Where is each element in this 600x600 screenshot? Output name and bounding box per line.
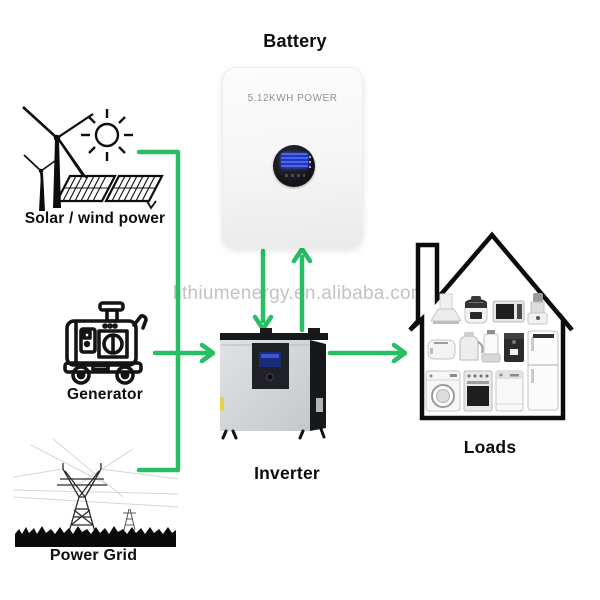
- arrow-inverter-to-loads: [327, 342, 408, 364]
- arrow-battery-to-inverter: [252, 248, 274, 332]
- solar-wind-label: Solar / wind power: [24, 210, 166, 227]
- microwave-icon: [492, 300, 525, 323]
- refrigerator-icon: [527, 330, 559, 411]
- battery-lcd-display: [273, 145, 315, 187]
- wind-turbine-small-icon: [23, 154, 60, 211]
- generator-label: Generator: [67, 386, 143, 403]
- inverter-label: Inverter: [254, 463, 320, 483]
- oven-icon: [463, 370, 493, 412]
- battery-lcd-screen: [281, 153, 308, 168]
- power-grid-icon: [13, 438, 178, 547]
- wind-turbine-icon: [22, 106, 94, 208]
- loads-house-icon: [408, 231, 574, 421]
- pressure-cooker-icon: [464, 296, 488, 324]
- battery-led-dot: [309, 156, 311, 158]
- sun-icon: [81, 109, 133, 161]
- arrow-inverter-to-battery: [291, 246, 313, 333]
- solar-panel-icon: [55, 174, 164, 210]
- power-grid-label: Power Grid: [49, 547, 138, 564]
- grass-silhouette: [15, 526, 176, 547]
- dishwasher-icon: [495, 370, 524, 412]
- range-hood-icon: [430, 293, 462, 324]
- bus-line-sources: [136, 149, 181, 473]
- kettle-icon: [459, 332, 484, 361]
- battery-display-marks: [285, 174, 305, 177]
- battery-label: Battery: [263, 31, 327, 51]
- washing-machine-icon: [425, 370, 461, 412]
- food-processor-icon: [527, 293, 548, 325]
- coffee-machine-icon: [504, 333, 524, 362]
- loads-label: Loads: [463, 437, 517, 457]
- battery-led-dot: [309, 161, 311, 163]
- blender-icon: [481, 330, 501, 363]
- battery-device: 5.12KWH POWER: [222, 67, 363, 248]
- arrow-generator-to-inverter: [152, 342, 216, 364]
- toaster-icon: [427, 339, 456, 360]
- solar-wind-icon: [22, 106, 164, 211]
- battery-led-dot: [309, 166, 311, 168]
- generator-icon: [63, 301, 148, 385]
- small-tower: [123, 508, 136, 531]
- inverter-device: [220, 328, 328, 440]
- battery-capacity-text: 5.12KWH POWER: [247, 93, 338, 104]
- appliance-collage: [425, 293, 559, 412]
